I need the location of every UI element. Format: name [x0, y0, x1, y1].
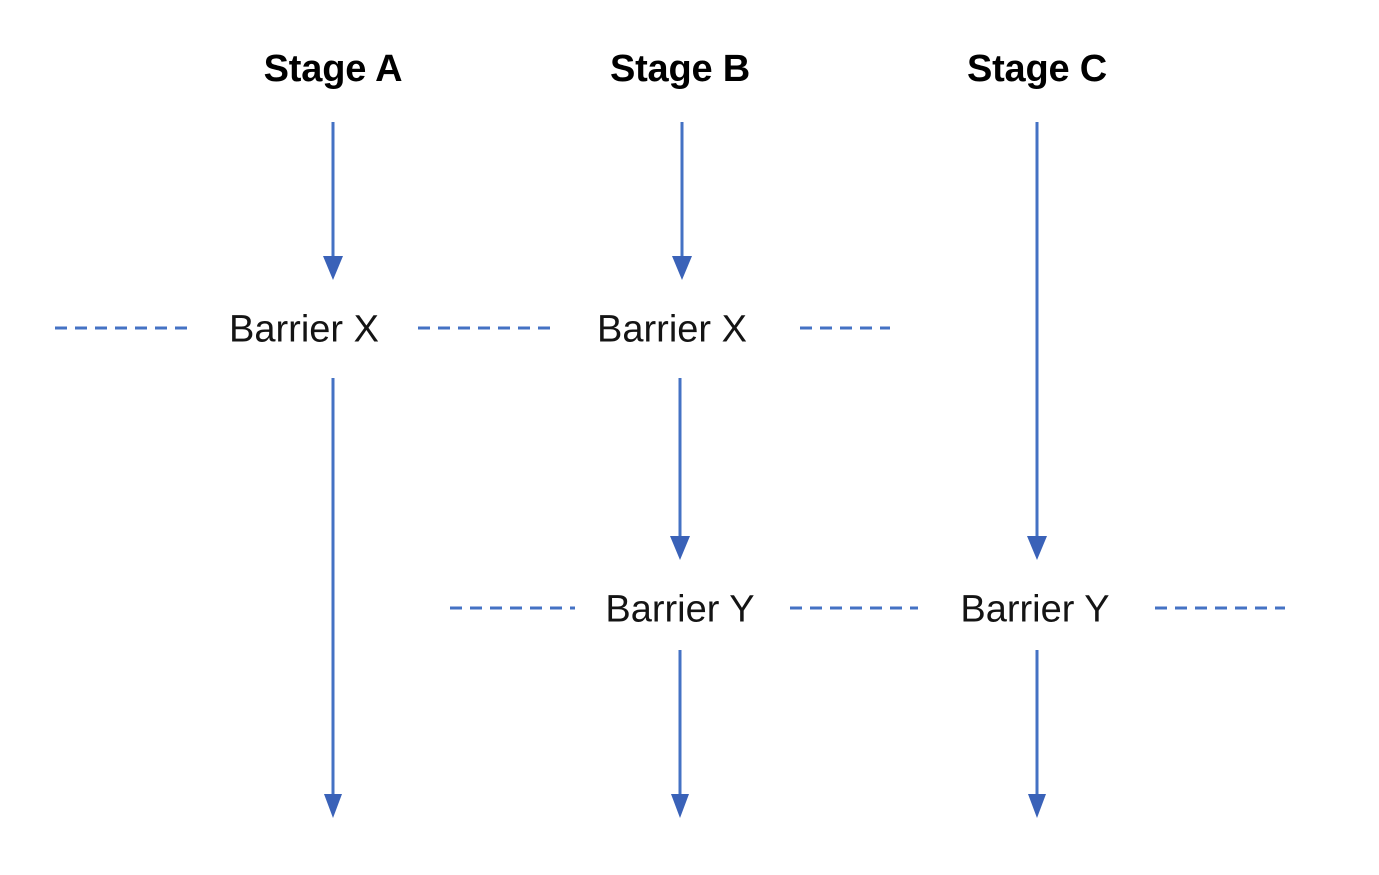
arrow-stage-a-barrier-x-to-end [324, 378, 342, 818]
dashed-line-right-of-barrier-y-c [1155, 606, 1285, 610]
barrier-label-y-stage-b: Barrier Y [595, 588, 765, 632]
dashed-line-between-barrier-y-b-and-c [790, 606, 918, 610]
barrier-label-y-stage-c: Barrier Y [950, 588, 1120, 632]
dashed-line-left-of-barrier-x-a [55, 326, 190, 330]
barrier-label-x-stage-a: Barrier X [219, 308, 389, 352]
arrow-stage-c-barrier-y-to-end [1028, 650, 1046, 818]
dashed-line-right-of-barrier-x-b [800, 326, 890, 330]
arrow-stage-b-barrier-y-to-end [671, 650, 689, 818]
arrow-stage-a-header-to-barrier-x [323, 122, 343, 280]
stage-header-b: Stage B [609, 48, 751, 90]
arrow-stage-b-barrier-x-to-barrier-y [670, 378, 690, 560]
arrow-stage-c-header-to-barrier-y [1027, 122, 1047, 560]
barrier-label-x-stage-b: Barrier X [587, 308, 757, 352]
dashed-line-between-barrier-x-a-and-b [418, 326, 555, 330]
dashed-line-left-of-barrier-y-b [450, 606, 575, 610]
stage-header-a: Stage A [263, 48, 403, 90]
stage-header-c: Stage C [966, 48, 1108, 90]
arrow-stage-b-header-to-barrier-x [672, 122, 692, 280]
